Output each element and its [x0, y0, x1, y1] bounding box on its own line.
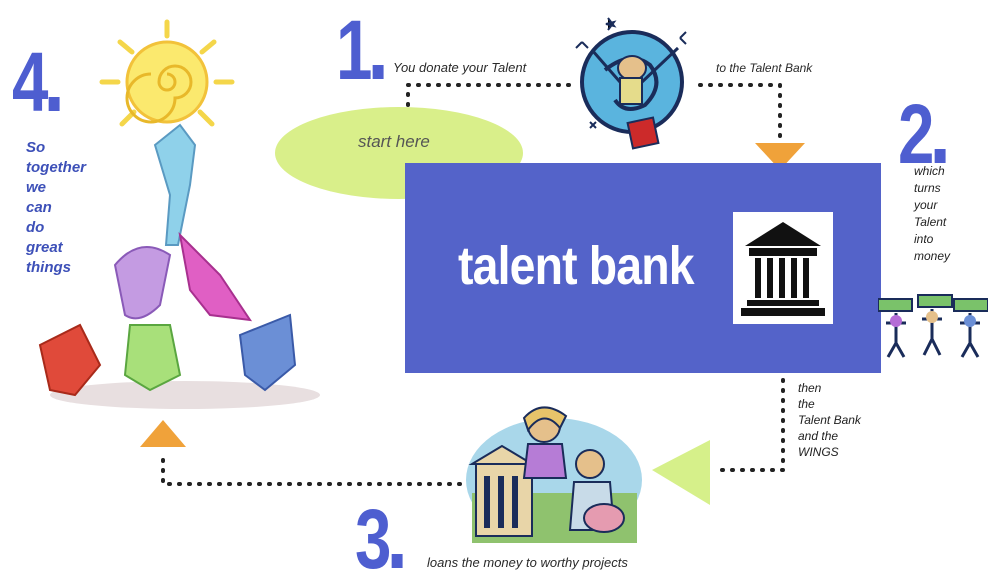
arrow-into-bank [755, 143, 805, 170]
flow-connectors [140, 83, 805, 505]
start-label: start here [358, 132, 430, 151]
step-2-text: which turns your Talent into money [914, 164, 951, 263]
step-4-number: 4 [12, 40, 60, 124]
connector-start-to-donate [406, 83, 577, 107]
step-1-text: You donate your Talent [393, 60, 527, 75]
step-3-bank-text: then the Talent Bank and the WINGS [798, 381, 861, 459]
connector-loan-to-together [161, 458, 472, 486]
arrow-to-loan [652, 440, 710, 505]
dancing-figures-illustration [38, 123, 320, 409]
bank-building-icon [733, 212, 833, 324]
sun-illustration [99, 19, 235, 127]
step-1-text-b: to the Talent Bank [716, 61, 813, 75]
step-2-number: 2 [898, 92, 946, 176]
step-3-number: 3 [355, 497, 403, 581]
step-1-number: 1 [336, 8, 384, 92]
arrow-into-figures [140, 420, 186, 447]
money-carriers-illustration [878, 294, 988, 358]
juggler-illustration [575, 17, 687, 150]
bank-loan-illustration [466, 406, 642, 543]
connector-bank-to-loan [716, 378, 785, 472]
step-4-text: So together we can do great things [26, 139, 86, 276]
step-3-text: loans the money to worthy projects [427, 555, 628, 570]
connector-donate-to-bank [698, 83, 782, 142]
talent-bank-title: talent bank [458, 236, 695, 296]
